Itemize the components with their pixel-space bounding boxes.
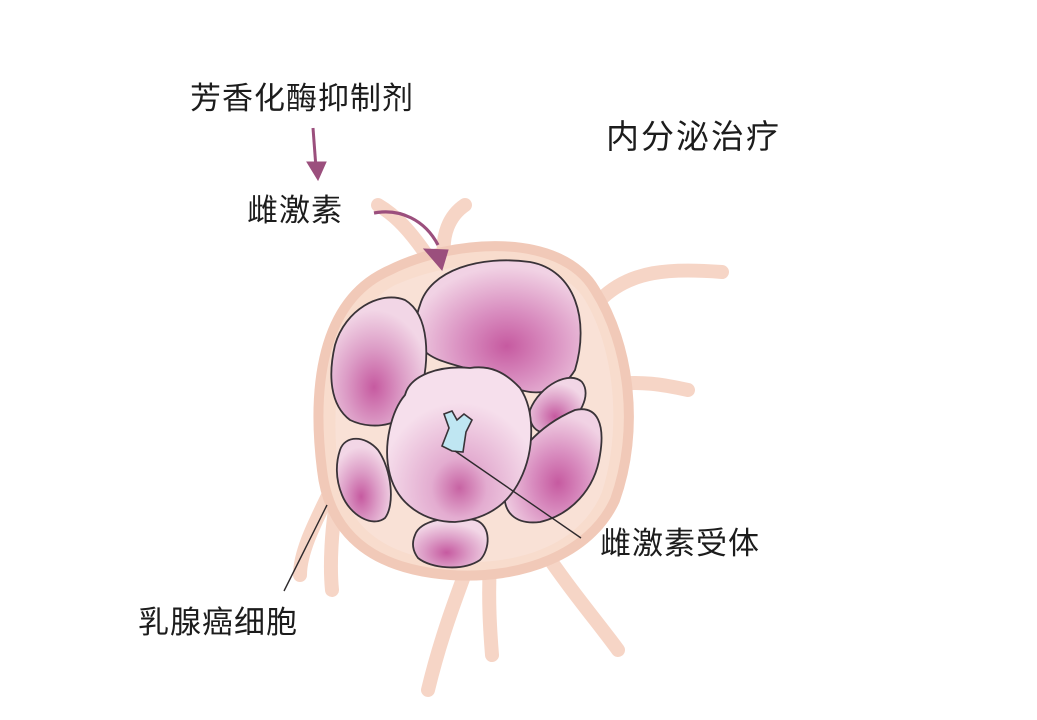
- lobe-right: [503, 408, 603, 524]
- diagram-title: 内分泌治疗: [606, 117, 781, 156]
- arrow-inhibitor-to-estrogen: [306, 127, 327, 182]
- label-breast-cancer-cell: 乳腺癌细胞: [138, 605, 298, 641]
- lobe-bottom: [412, 517, 489, 569]
- label-estrogen-receptor: 雌激素受体: [600, 526, 760, 562]
- lobe-left-lower: [335, 437, 392, 523]
- label-aromatase-inhibitor: 芳香化酶抑制剂: [190, 81, 414, 117]
- cell-leader-line: [283, 504, 328, 592]
- arrow-estrogen-to-cell: [373, 210, 449, 272]
- label-estrogen: 雌激素: [247, 193, 343, 229]
- receptor-leader-line: [454, 450, 582, 539]
- estrogen-receptor-shape: [440, 410, 474, 453]
